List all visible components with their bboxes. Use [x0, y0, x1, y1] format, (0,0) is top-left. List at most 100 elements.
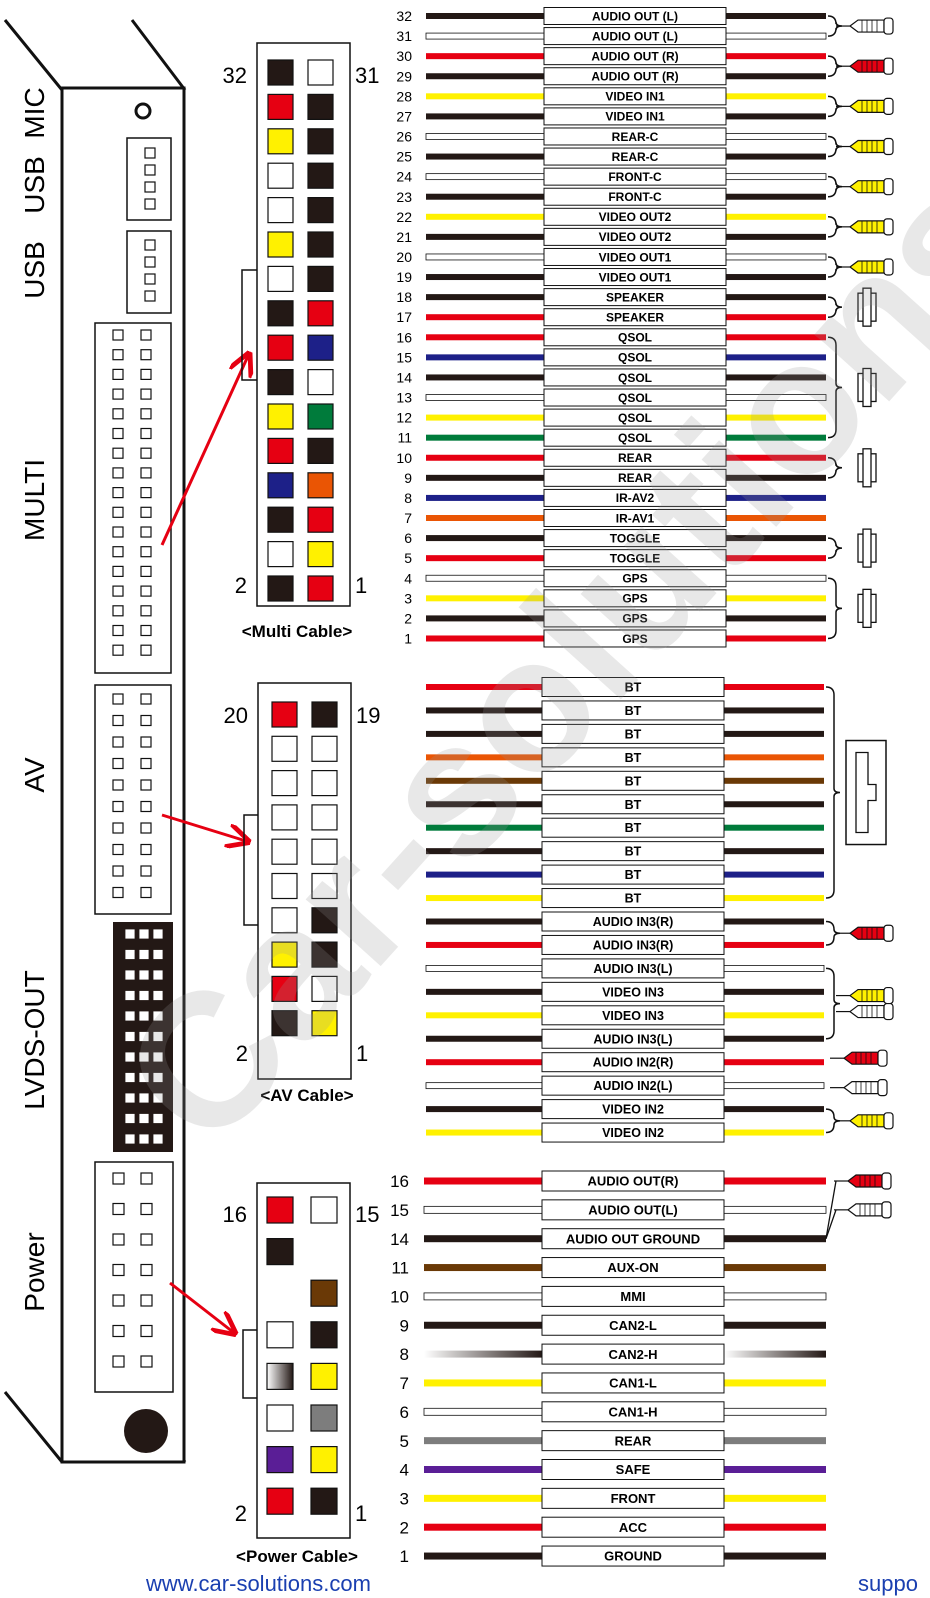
multi-port[interactable]: [94, 322, 172, 674]
wire-segment-left: [424, 1466, 542, 1473]
port-pin: [139, 970, 149, 980]
wire-pin-number: 3: [404, 590, 412, 606]
wire-segment-right: [726, 635, 826, 642]
wire-label: QSOL: [618, 331, 652, 345]
power-pin-16-label: 16: [223, 1202, 247, 1227]
wire-segment-left: [424, 1437, 542, 1445]
rca-plug-icon: [836, 178, 894, 196]
mic-jack[interactable]: [134, 102, 152, 120]
wire-pin-number: 21: [396, 229, 412, 245]
port-pin: [112, 1294, 125, 1307]
wire-segment-left: [426, 474, 544, 481]
wire-label-box: [543, 268, 727, 287]
wire-label: CAN2-H: [608, 1347, 657, 1362]
wire-label: BT: [625, 845, 642, 859]
wire-pin-number: 7: [400, 1374, 409, 1393]
port-pin: [139, 949, 149, 960]
wire-segment-left: [426, 213, 544, 220]
rca-plug-icon: [830, 1049, 888, 1067]
wire-label: CAN1-L: [609, 1376, 657, 1391]
wire-label: VIDEO OUT1: [599, 250, 672, 264]
connector-pin: [311, 907, 338, 934]
wire-label-box: [543, 589, 727, 608]
wire-segment-left: [426, 595, 544, 602]
wire-segment-right: [726, 535, 826, 542]
connector-pin: [311, 975, 338, 1003]
footer-website[interactable]: www.car-solutions.com: [146, 1571, 371, 1596]
usb-2-pins: [144, 239, 156, 302]
connector-pin: [266, 1445, 294, 1474]
wire-label-box: [543, 368, 727, 387]
wire-label-box: [543, 509, 727, 527]
wire-segment-left: [425, 965, 543, 972]
wire-label-box: [543, 529, 727, 548]
connector-pin: [266, 1487, 294, 1515]
wire-segment-right: [726, 334, 826, 341]
port-pin: [144, 181, 156, 193]
brace: [827, 336, 843, 439]
connector-pin: [271, 941, 298, 968]
wire-segment-right: [724, 684, 824, 690]
brace: [827, 457, 843, 479]
connector-pin: [311, 941, 338, 968]
rca-plug-icon: [836, 1002, 894, 1021]
connector-pin: [310, 1279, 338, 1307]
port-pin: [125, 990, 135, 1001]
knob[interactable]: [124, 1409, 168, 1453]
connector-pin: [271, 769, 298, 797]
wire-segment-left: [426, 494, 544, 501]
port-pin: [144, 164, 156, 176]
av-pin-19-label: 19: [356, 703, 380, 728]
wire-label-box: [543, 147, 727, 166]
wire-label-box: [541, 1401, 725, 1423]
port-pin: [112, 546, 124, 558]
wire-label: AUDIO OUT (L): [592, 9, 678, 23]
port-pin: [140, 714, 152, 727]
wire-segment-left: [424, 1264, 542, 1272]
connector-pin: [267, 162, 294, 189]
power-port[interactable]: [94, 1161, 174, 1393]
power-arrow: [169, 1281, 233, 1332]
wire-pin-number: 13: [396, 390, 412, 406]
head-unit-bracket-top: [3, 19, 187, 91]
multi-pin-31-label: 31: [355, 63, 379, 88]
wire-segment-right: [726, 434, 826, 441]
wire-label-box: [541, 911, 725, 932]
footer-support: suppo: [858, 1571, 918, 1596]
wire-segment-left: [426, 941, 542, 948]
port-pin: [112, 865, 124, 877]
power-pin-grid: [266, 1196, 338, 1515]
wire-label-box: [541, 1028, 725, 1049]
wire-pin-number: 4: [404, 570, 412, 586]
wire-label: AUDIO IN3(R): [593, 915, 674, 929]
port-pin: [140, 822, 152, 834]
wire-segment-left: [424, 1523, 542, 1531]
port-pin: [125, 1031, 135, 1042]
port-pin: [140, 1263, 153, 1277]
av-port[interactable]: [94, 684, 172, 915]
wire-label: VIDEO OUT1: [599, 270, 672, 284]
connector-pin: [271, 872, 298, 900]
connector-pin: [267, 472, 294, 499]
connector-pin: [311, 804, 338, 831]
av-connector-latch: [243, 814, 258, 926]
wire-segment-left: [426, 848, 542, 855]
port-pin: [140, 1324, 153, 1338]
wire-label-box: [541, 1170, 725, 1192]
rca-plug-icon: [830, 1079, 888, 1097]
wire-segment-right: [726, 13, 826, 19]
wire-segment-left: [426, 730, 542, 737]
wire-segment-right: [724, 1177, 826, 1185]
av-connector: 20 19 2 1 <AV Cable>: [224, 682, 380, 1105]
wire-segment-left: [426, 53, 544, 60]
port-pin: [112, 1233, 125, 1246]
wire-pin-number: 30: [396, 48, 412, 64]
wire-pin-number: 22: [396, 209, 412, 225]
av-cable-caption: <AV Cable>: [260, 1086, 353, 1105]
port-pin: [140, 693, 152, 705]
wire-label-box: [543, 247, 727, 266]
connector-pin: [307, 300, 334, 327]
